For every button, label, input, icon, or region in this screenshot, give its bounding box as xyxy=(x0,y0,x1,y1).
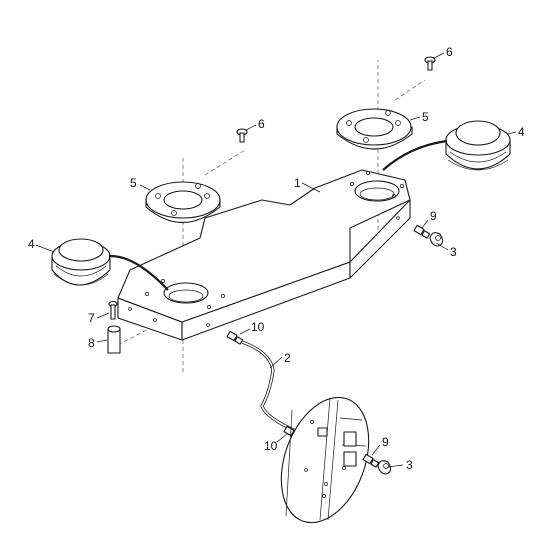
callout-4-right: 4 xyxy=(518,125,525,139)
callout-2: 2 xyxy=(284,351,291,365)
callout-3-lower: 3 xyxy=(406,458,413,472)
callout-6-right: 6 xyxy=(446,45,453,59)
detail-view-circle xyxy=(280,396,370,524)
leader-lines xyxy=(35,52,517,468)
fitting-9-upper xyxy=(413,224,431,239)
callout-9-upper: 9 xyxy=(430,209,437,223)
callout-labels: 1 2 3 3 4 4 5 5 6 6 7 8 9 9 10 10 xyxy=(28,45,525,472)
callout-10-lower: 10 xyxy=(264,439,278,453)
callout-9-lower: 9 xyxy=(382,435,389,449)
callout-5-right: 5 xyxy=(422,110,429,124)
bolt-7 xyxy=(108,300,118,320)
right-speaker-unit xyxy=(382,120,511,171)
hose-2 xyxy=(241,340,299,434)
base-plate xyxy=(117,169,411,341)
callout-1: 1 xyxy=(294,176,301,190)
callout-8: 8 xyxy=(88,336,95,350)
callout-5-left: 5 xyxy=(130,176,137,190)
clip-3-upper xyxy=(429,232,444,247)
fitting-9-lower xyxy=(362,453,380,468)
screw-left-6 xyxy=(236,128,248,143)
callout-7: 7 xyxy=(88,311,95,325)
spacer-8 xyxy=(107,325,121,354)
callout-4-left: 4 xyxy=(28,237,35,251)
left-speaker-unit xyxy=(51,238,169,291)
screw-right-6 xyxy=(424,56,436,71)
callout-3-upper: 3 xyxy=(450,245,457,259)
fitting-10-upper xyxy=(226,330,244,345)
clip-3-lower xyxy=(377,460,392,475)
callout-6-left: 6 xyxy=(258,117,265,131)
left-mount-ring xyxy=(145,181,221,224)
callout-10-upper: 10 xyxy=(251,320,265,334)
right-mount-ring xyxy=(336,108,413,150)
